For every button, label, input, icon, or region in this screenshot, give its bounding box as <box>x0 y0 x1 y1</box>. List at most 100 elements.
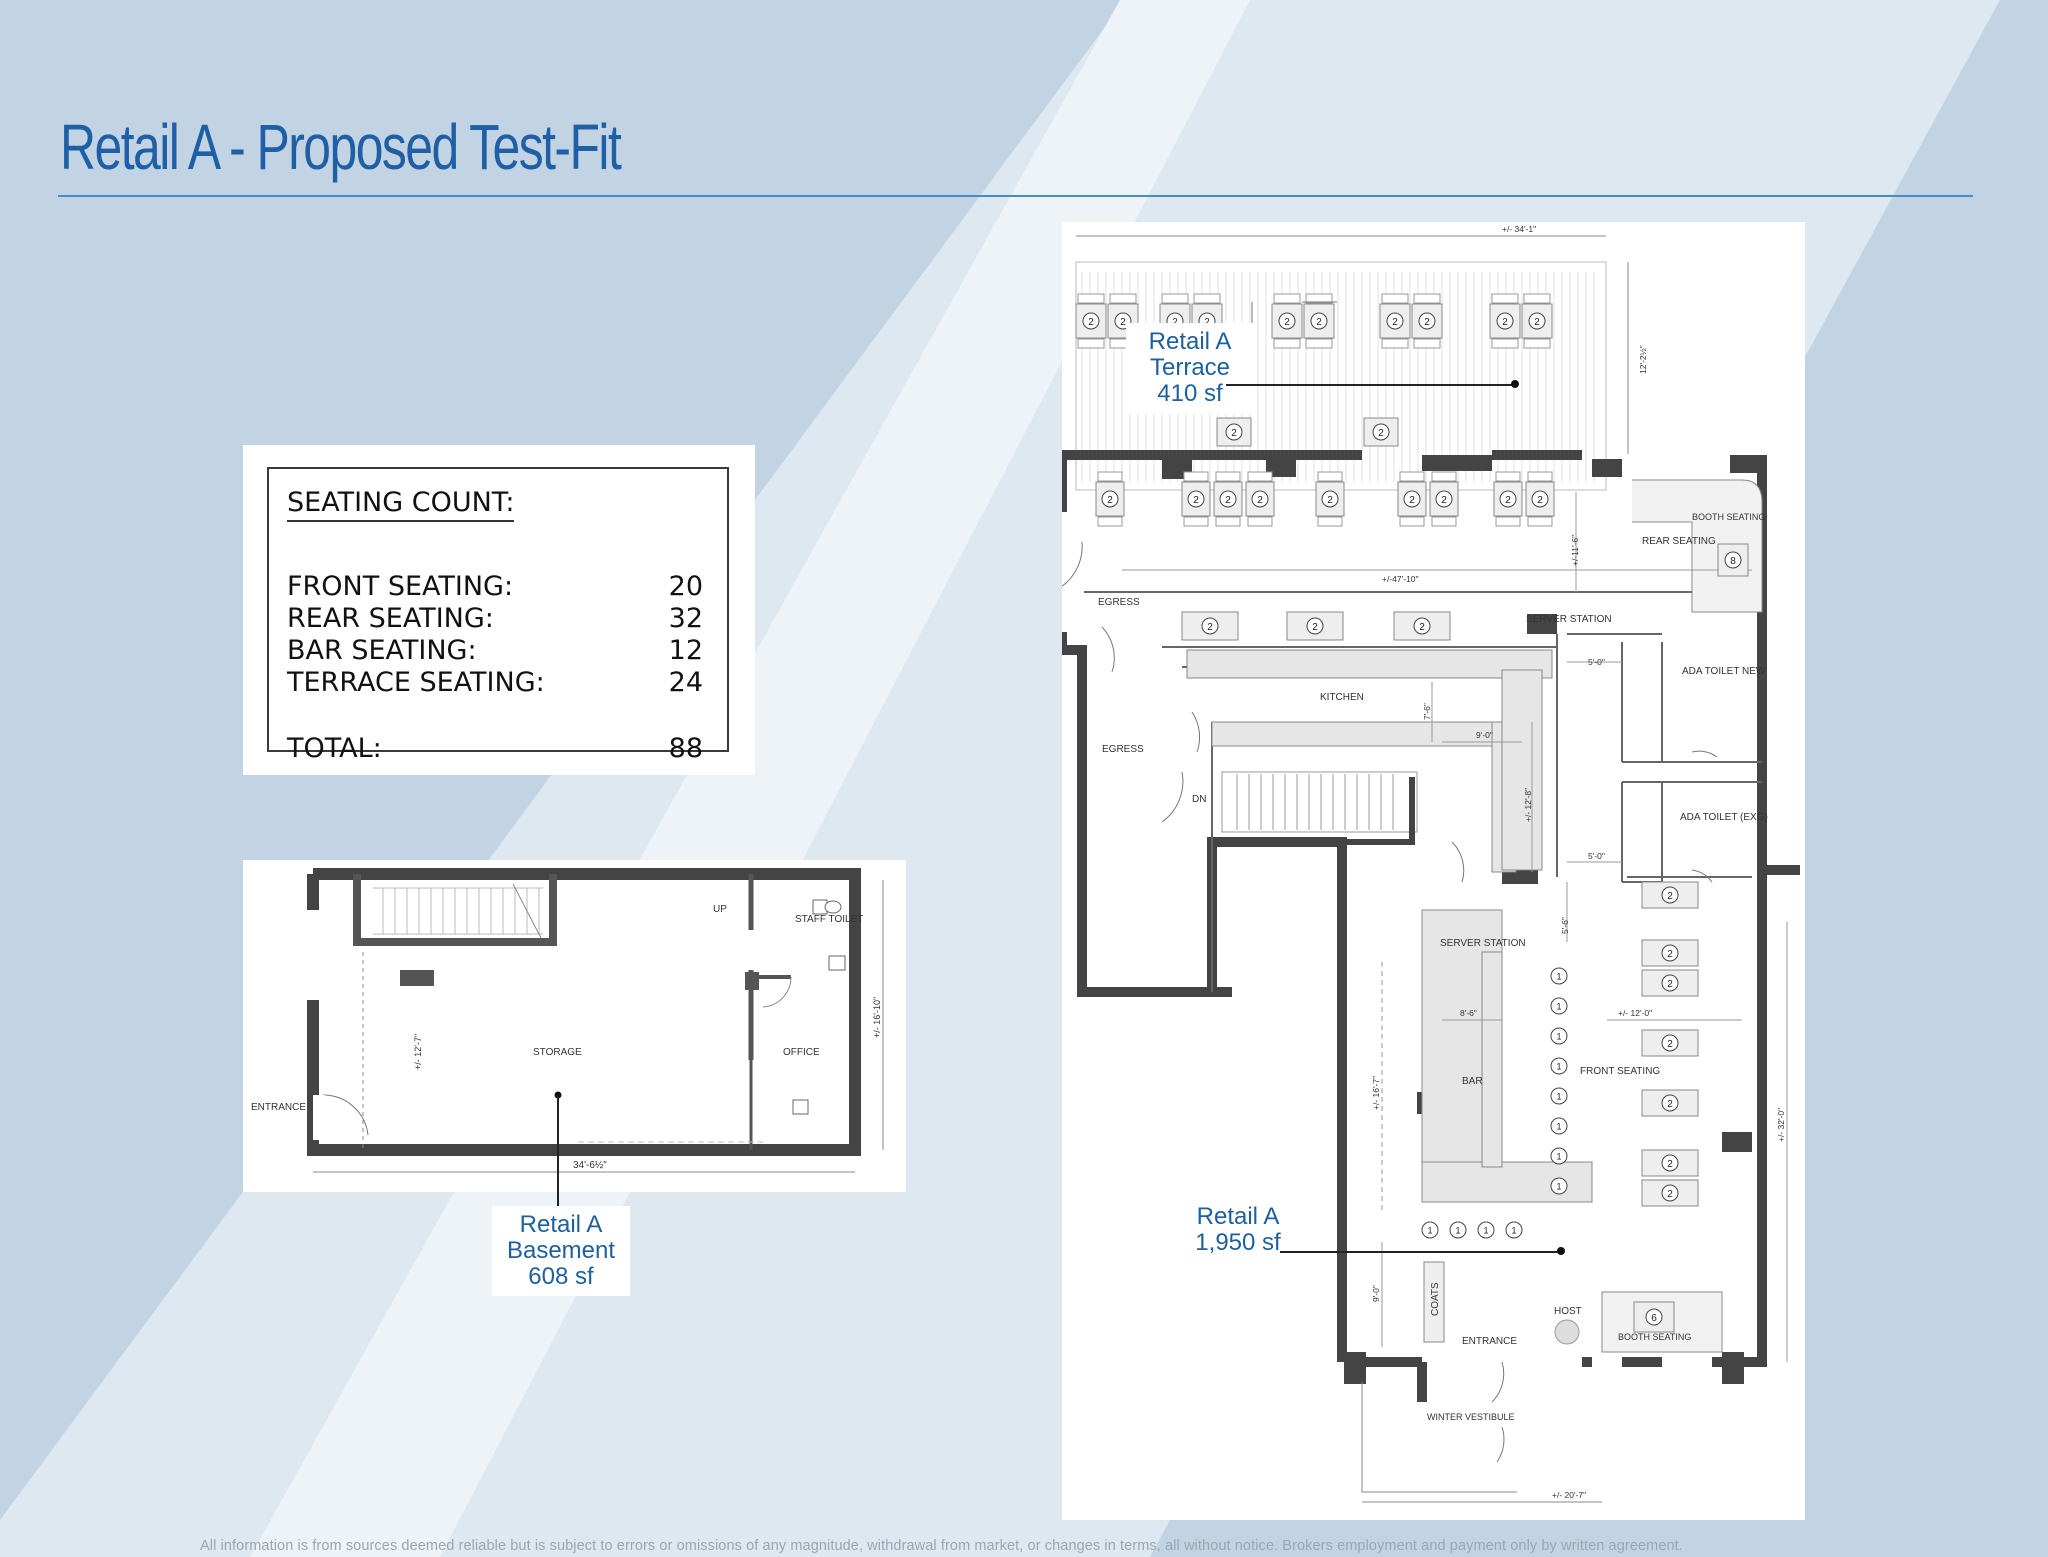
table-symbol: 8 <box>1717 543 1749 577</box>
seat-count-label: 2 <box>1419 622 1425 633</box>
callout-line: 410 sf <box>1157 380 1223 407</box>
bar-stool: 1 <box>1550 1027 1568 1045</box>
bar-stool: 1 <box>1550 1057 1568 1075</box>
label-egress-mid: EGRESS <box>1102 744 1144 755</box>
seating-value: 20 <box>668 571 703 602</box>
bar-stool: 1 <box>1550 1147 1568 1165</box>
seat-count-label: 2 <box>1667 1039 1673 1050</box>
bar-stool: 1 <box>1449 1221 1467 1239</box>
dim-terrace-width: +/- 34'-1" <box>1502 224 1536 234</box>
stool-seat-label: 1 <box>1556 1122 1561 1132</box>
callout-basement: Retail A Basement 608 sf <box>492 1206 630 1296</box>
stool-seat-label: 1 <box>1483 1226 1488 1236</box>
seating-row-bar: BAR SEATING: 12 <box>287 635 703 666</box>
callout-line: Retail A <box>519 1211 603 1238</box>
seat-count-label: 2 <box>1534 317 1540 328</box>
label-server-station-top: SERVER STATION <box>1526 614 1612 625</box>
table-symbol: 2 <box>1489 293 1521 349</box>
table-symbol: 2 <box>1379 293 1411 349</box>
stool-seat-label: 1 <box>1556 1152 1561 1162</box>
seating-label: TERRACE SEATING: <box>287 667 545 698</box>
seating-row-front: FRONT SEATING: 20 <box>287 571 703 602</box>
callout-line: Retail A <box>1196 1203 1280 1230</box>
table-symbol: 2 <box>1641 1029 1699 1057</box>
dim-rear-width: +/-47'-10" <box>1382 574 1419 584</box>
table-symbol: 6 <box>1633 1301 1675 1333</box>
seating-value: 24 <box>668 667 703 698</box>
table-symbol: 2 <box>1393 611 1451 641</box>
table-symbol: 2 <box>1216 417 1252 447</box>
bar-stool: 1 <box>1550 1087 1568 1105</box>
dim-kitchen-depth: 7'-6" <box>1422 703 1432 720</box>
table-symbol: 2 <box>1286 611 1344 641</box>
table-symbol: 2 <box>1525 471 1555 527</box>
seating-row-rear: REAR SEATING: 32 <box>287 603 703 634</box>
bar-stool: 1 <box>1550 997 1568 1015</box>
bar-stool: 1 <box>1421 1221 1439 1239</box>
stool-seat-label: 1 <box>1511 1226 1516 1236</box>
table-symbol: 2 <box>1641 1089 1699 1117</box>
seat-count-label: 2 <box>1312 622 1318 633</box>
dim-entry-depth: 9'-0" <box>1371 1285 1381 1302</box>
table-symbol: 2 <box>1641 969 1699 997</box>
seating-label: BAR SEATING: <box>287 635 477 666</box>
leader-terrace <box>1226 384 1516 386</box>
seat-count-label: 2 <box>1120 317 1126 328</box>
seating-label: FRONT SEATING: <box>287 571 514 602</box>
seating-count-box: SEATING COUNT: FRONT SEATING: 20 REAR SE… <box>267 467 729 764</box>
dim-kitchen-width: 9'-0" <box>1476 730 1493 740</box>
seat-count-label: 2 <box>1257 495 1263 506</box>
callout-line: 608 sf <box>528 1263 594 1290</box>
label-ada-exg: ADA TOILET (EXG) <box>1680 812 1768 823</box>
seat-count-label: 6 <box>1651 1313 1657 1324</box>
title-divider <box>58 195 1973 197</box>
label-office: OFFICE <box>783 1047 820 1058</box>
basement-plan-drawing: UP STAFF TOILET STORAGE OFFICE ENTRANCE … <box>251 868 884 1173</box>
disclaimer-text: All information is from sources deemed r… <box>200 1538 1683 1554</box>
dim-height-right: +/- 16'-10" <box>872 997 882 1038</box>
bar-stool: 1 <box>1550 967 1568 985</box>
dim-server-gap: 5'-6" <box>1560 917 1570 934</box>
seat-count-label: 2 <box>1667 1189 1673 1200</box>
seat-count-label: 2 <box>1316 317 1322 328</box>
callout-line: Retail A <box>1148 328 1232 355</box>
table-symbol: 2 <box>1315 471 1345 527</box>
leader-dot-terrace <box>1511 380 1519 388</box>
dim-front-width: +/- 12'-0" <box>1618 1008 1652 1018</box>
table-symbol: 2 <box>1181 611 1239 641</box>
callout-retail: Retail A 1,950 sf <box>1176 1198 1300 1262</box>
seating-value: 88 <box>668 733 703 764</box>
seat-count-label: 2 <box>1667 1099 1673 1110</box>
label-up: UP <box>713 904 727 915</box>
main-floor-plan-drawing: 2 2 2 2 2 2 2 2 2 2 2 2 <box>1051 224 1800 1503</box>
seating-label: REAR SEATING: <box>287 603 494 634</box>
seat-count-label: 2 <box>1667 1159 1673 1170</box>
dim-bar-depth: +/- 16'-7" <box>1371 1076 1381 1110</box>
dim-kitchen-len: +/- 12'-8" <box>1523 788 1533 822</box>
seat-count-label: 2 <box>1231 428 1237 439</box>
table-symbol: 2 <box>1641 1149 1699 1177</box>
seat-count-label: 2 <box>1378 428 1384 439</box>
stool-seat-label: 1 <box>1556 1002 1561 1012</box>
dim-rear-depth: +/-11'-6" <box>1570 535 1580 566</box>
bar-stool: 1 <box>1550 1177 1568 1195</box>
table-symbol: 2 <box>1397 471 1427 527</box>
callout-terrace: Retail A Terrace 410 sf <box>1126 323 1254 413</box>
table-symbol: 2 <box>1641 881 1699 909</box>
seat-count-label: 2 <box>1327 495 1333 506</box>
seat-count-label: 2 <box>1667 949 1673 960</box>
seat-count-label: 2 <box>1172 317 1178 328</box>
label-winter-vestibule: WINTER VESTIBULE <box>1427 1412 1515 1422</box>
seat-count-label: 2 <box>1107 495 1113 506</box>
label-bar: BAR <box>1462 1076 1483 1087</box>
label-booth-front: BOOTH SEATING <box>1618 1332 1691 1342</box>
page-title: Retail A - Proposed Test-Fit <box>60 111 622 183</box>
table-symbol: 2 <box>1181 471 1211 527</box>
seat-count-label: 2 <box>1424 317 1430 328</box>
stool-seat-label: 1 <box>1556 972 1561 982</box>
stool-seat-label: 1 <box>1556 1062 1561 1072</box>
seat-count-label: 2 <box>1667 891 1673 902</box>
table-symbol: 2 <box>1641 1179 1699 1207</box>
dim-vestibule-width: +/- 20'-7" <box>1552 1490 1586 1500</box>
